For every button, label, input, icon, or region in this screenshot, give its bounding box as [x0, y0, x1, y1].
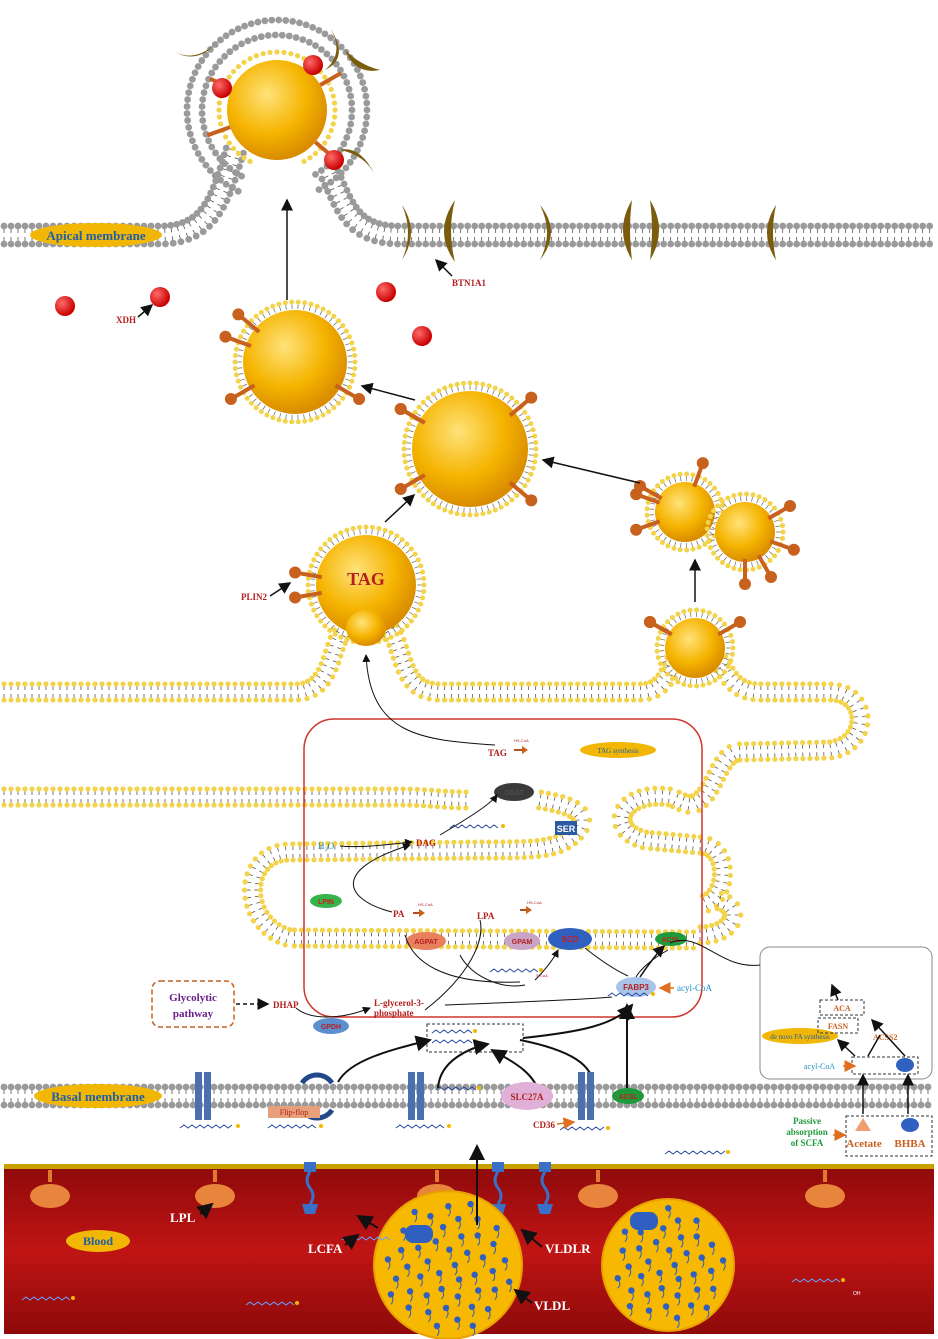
- hs-coa-label-lpa: HS-CoA: [527, 900, 542, 905]
- tag-synthesis-pathway: TAG synthesis TAG HS-CoA DGAT SER H₂O DA…: [310, 738, 712, 1011]
- lcfa-label: LCFA: [308, 1241, 343, 1256]
- blood-fatty-acids: [21, 1236, 845, 1306]
- lipid-droplet-2: [219, 299, 366, 425]
- droplet-arrows: [281, 198, 701, 746]
- oh-label: OH: [853, 1291, 861, 1297]
- acsl-label: ACSL: [661, 937, 681, 944]
- pathway-label: pathway: [173, 1008, 214, 1020]
- lipid-droplet-tag: [289, 524, 427, 646]
- scd-label: SCD: [562, 935, 579, 944]
- plin2-label: PLIN2: [241, 592, 268, 602]
- vldlr-label: VLDLR: [545, 1241, 591, 1256]
- dhap-label: DHAP: [273, 1000, 299, 1010]
- scfa-absorption: Passive absorption of SCFA Acetate BHBA: [786, 1073, 933, 1157]
- vldl-particles: [373, 1190, 735, 1339]
- membrane-layer: [0, 144, 934, 1109]
- budding-droplet: [643, 607, 747, 689]
- h2o-label: H₂O: [318, 841, 335, 851]
- btn1a1-label: BTN1A1: [452, 278, 487, 288]
- apical-membrane-label: Apical membrane: [46, 228, 146, 243]
- hs-coa-label-pa: HS-CoA: [418, 902, 433, 907]
- flip-flop-label: Flip-flop: [280, 1108, 308, 1117]
- blood-vessel: Blood LPL LCFA VLDLR VLDL: [4, 1144, 934, 1339]
- hs-coa-label-tag: HS-CoA: [514, 738, 529, 743]
- acetate-label: Acetate: [846, 1138, 882, 1150]
- lpin-label: LPIN: [318, 899, 334, 906]
- basal-transporters: [195, 1072, 644, 1121]
- btn1a1-proteins: [402, 200, 776, 262]
- xdh-molecules: [55, 282, 432, 346]
- apical-membrane-right: [318, 167, 934, 248]
- aca-label: ACA: [833, 1004, 851, 1013]
- de-novo-label: de novo FA synthesis: [770, 1033, 830, 1041]
- acsl-label-2: ACSL: [618, 1094, 638, 1101]
- xdh-label: XDH: [116, 315, 136, 325]
- er-membrane-right: [611, 640, 871, 914]
- acyl-coa-label-2: acyl-CoA: [804, 1062, 835, 1071]
- er-membrane-middle: [1, 786, 469, 811]
- gpam-label: GPAM: [512, 939, 533, 946]
- er-region-box: [303, 718, 703, 1018]
- fabp3-label: FABP3: [623, 983, 649, 992]
- fusing-droplet-b: [704, 491, 800, 590]
- l-glycerol-label-2: phosphate: [374, 1008, 414, 1018]
- blood-oval: Blood: [66, 1230, 130, 1252]
- blood-label: Blood: [83, 1234, 113, 1248]
- tag-droplet-label: TAG: [347, 569, 385, 589]
- tag-synthesis-label: TAG synthesis: [597, 747, 639, 755]
- passive-label-3: of SCFA: [791, 1138, 824, 1148]
- fasn-label: FASN: [828, 1022, 849, 1031]
- er-membrane-end: [697, 890, 744, 946]
- er-membrane-top-left: [1, 627, 351, 703]
- lpl-label: LPL: [170, 1210, 196, 1225]
- l-glycerol-label-1: L-glycerol-3-: [374, 998, 424, 1008]
- acss2-label: ACSS2: [873, 1033, 897, 1042]
- s-coa-label: S-CoA: [536, 973, 548, 978]
- ser-label: SER: [557, 824, 576, 834]
- apical-oval: Apical membrane: [30, 223, 162, 247]
- secreted-milk-fat-globule: [175, 16, 380, 195]
- glycolytic-label: Glycolytic: [169, 992, 217, 1004]
- passive-label-1: Passive: [793, 1116, 821, 1126]
- lipid-droplets: [175, 16, 800, 689]
- basal-membrane-label: Basal membrane: [51, 1089, 145, 1104]
- lipid-droplet-3: [394, 380, 539, 518]
- passive-label-2: absorption: [786, 1127, 828, 1137]
- acyl-coa-label: acyl-CoA: [677, 983, 712, 993]
- cd36-label: CD36: [533, 1120, 555, 1130]
- gpdh-label: GPDH: [321, 1024, 341, 1031]
- pa-label: PA: [393, 909, 405, 919]
- bhba-label: BHBA: [894, 1138, 925, 1150]
- tag-label: TAG: [488, 748, 507, 758]
- dgat-label: DGAT: [505, 790, 525, 797]
- glycolytic-pathway-box: Glycolytic pathway: [151, 980, 235, 1028]
- vldl-label: VLDL: [534, 1298, 570, 1313]
- er-membrane-top-mid: [380, 622, 688, 703]
- de-novo-panel: de novo FA synthesis ACA FASN ACSS2 acyl…: [759, 946, 933, 1080]
- slc27a-label: SLC27A: [510, 1092, 544, 1102]
- fusing-droplet-a: [630, 457, 726, 553]
- lpa-label: LPA: [477, 911, 495, 921]
- dag-label: DAG: [416, 838, 436, 848]
- basal-oval: Basal membrane: [34, 1084, 162, 1108]
- lpl-receptors: [30, 1170, 845, 1208]
- agpat-label: AGPAT: [414, 939, 438, 946]
